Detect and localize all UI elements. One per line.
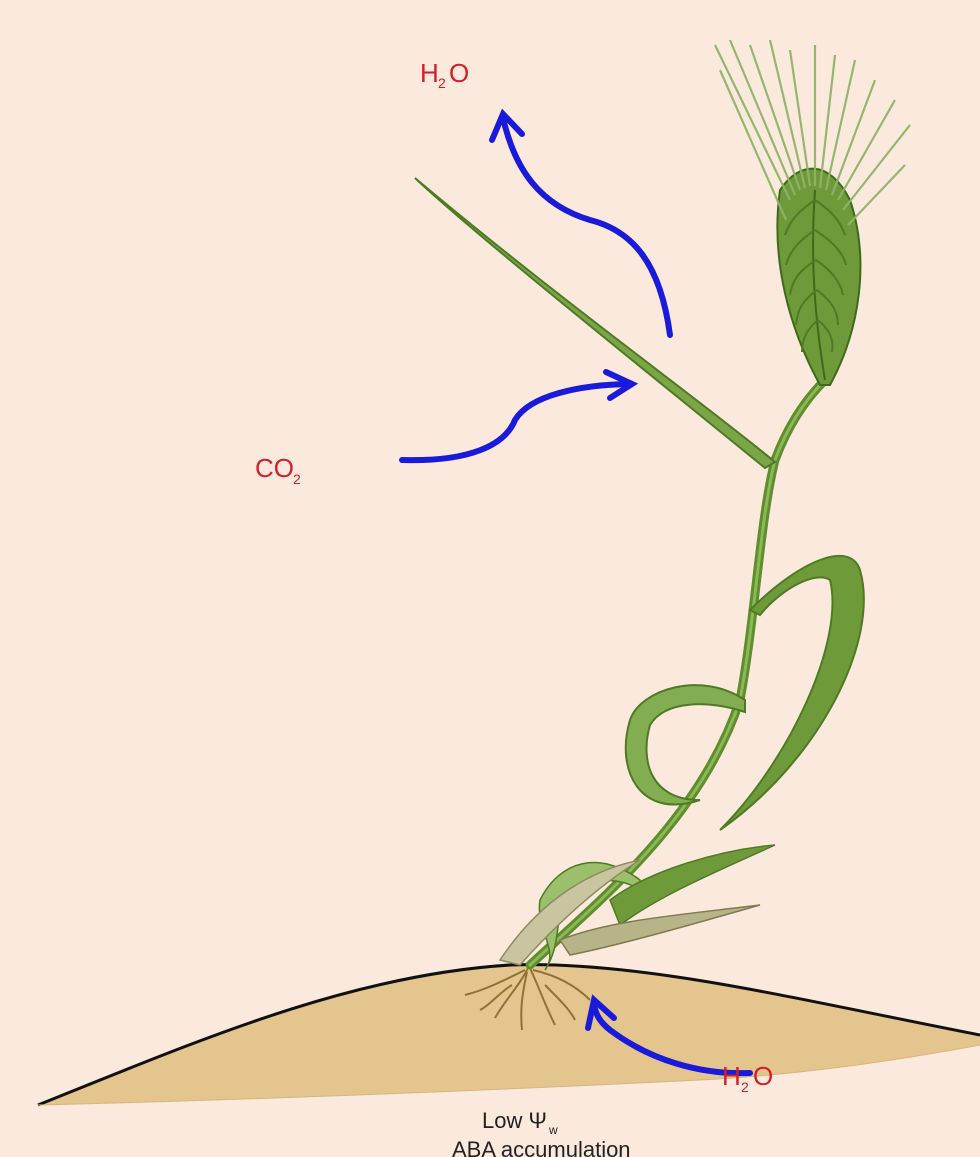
co2-uptake-arrow — [402, 384, 628, 460]
label-h2o-top: H 2 O — [420, 58, 469, 91]
soil-mound — [38, 965, 980, 1105]
svg-text:Low Ψ: Low Ψ — [482, 1108, 547, 1133]
label-co2: CO 2 — [255, 453, 301, 487]
svg-text:2: 2 — [293, 471, 301, 487]
arrows — [402, 114, 750, 1073]
svg-text:O: O — [449, 58, 469, 88]
svg-text:H: H — [722, 1061, 741, 1091]
barley-plant-illustration — [415, 40, 910, 970]
barley-spike — [715, 40, 910, 385]
svg-text:w: w — [548, 1123, 558, 1137]
transpiration-arrow — [503, 118, 670, 335]
svg-text:O: O — [753, 1061, 773, 1091]
svg-text:H: H — [420, 58, 439, 88]
label-low-water-potential: Low Ψ w — [482, 1108, 558, 1137]
label-aba-accumulation: ABA accumulation — [452, 1137, 631, 1157]
svg-text:2: 2 — [438, 75, 446, 91]
svg-text:2: 2 — [741, 1079, 749, 1095]
svg-text:CO: CO — [255, 453, 294, 483]
